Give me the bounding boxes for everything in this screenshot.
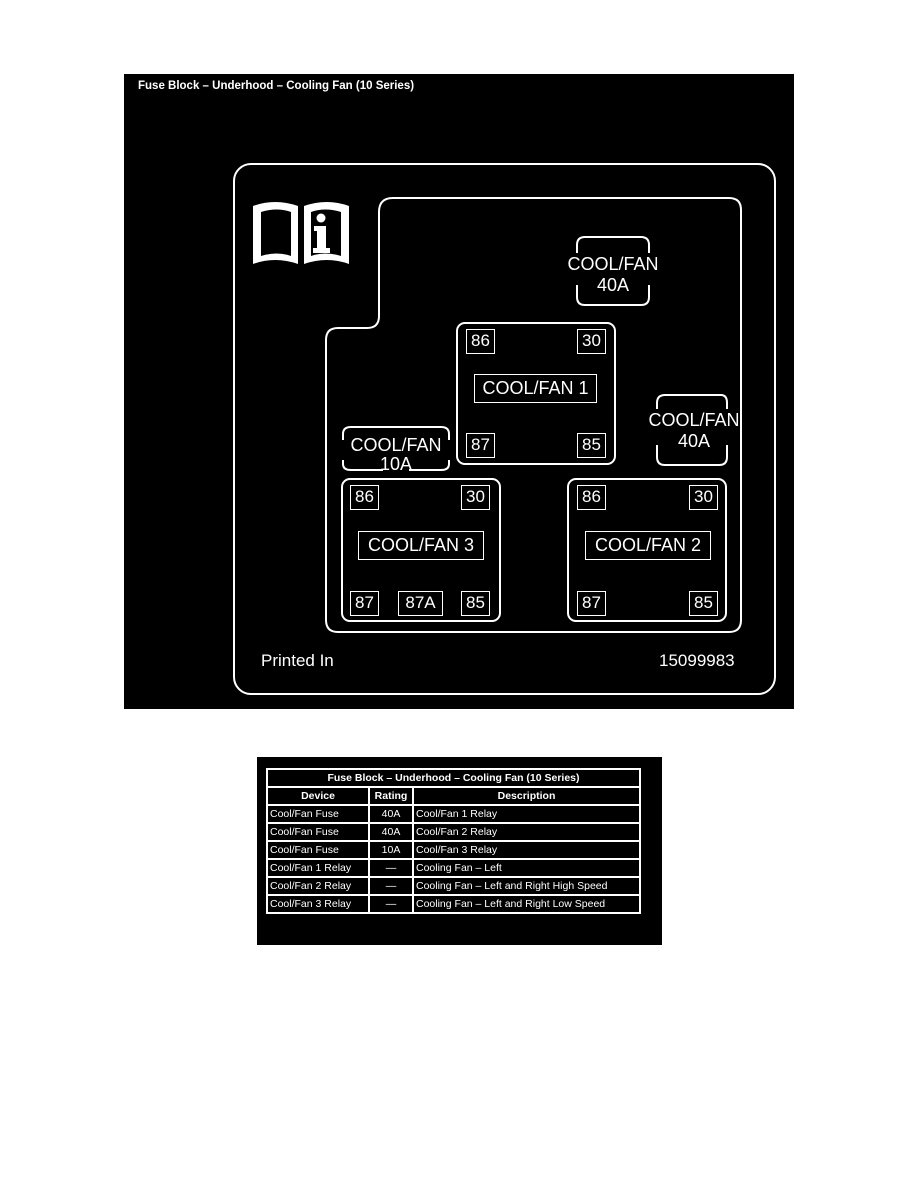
- terminal-87: 87: [466, 433, 495, 458]
- rating-cell: —: [368, 858, 414, 878]
- rating-cell: 40A: [368, 822, 414, 842]
- description-cell: Cool/Fan 1 Relay: [412, 804, 641, 824]
- relay-label: COOL/FAN 1: [474, 374, 597, 403]
- description-cell: Cooling Fan – Left and Right Low Speed: [412, 894, 641, 914]
- table-title-row: Fuse Block – Underhood – Cooling Fan (10…: [266, 768, 641, 788]
- table-row: Cool/Fan 3 Relay — Cooling Fan – Left an…: [266, 894, 641, 914]
- diagram-title: Fuse Block – Underhood – Cooling Fan (10…: [138, 80, 415, 92]
- printed-in-label: Printed In: [261, 651, 334, 670]
- device-cell: Cool/Fan 3 Relay: [266, 894, 370, 914]
- device-cell: Cool/Fan 2 Relay: [266, 876, 370, 896]
- fuse-cool-fan-40a-right: COOL/FAN 40A: [636, 410, 752, 452]
- part-number-label: 15099983: [659, 651, 735, 670]
- table-row: Cool/Fan 1 Relay — Cooling Fan – Left: [266, 858, 641, 878]
- device-cell: Cool/Fan Fuse: [266, 822, 370, 842]
- terminal-30: 30: [689, 485, 718, 510]
- fuse-outline: [342, 426, 450, 471]
- fuse-cool-fan-40a-top: COOL/FAN 40A: [555, 254, 671, 296]
- device-cell: Cool/Fan 1 Relay: [266, 858, 370, 878]
- terminal-86: 86: [577, 485, 606, 510]
- table-title: Fuse Block – Underhood – Cooling Fan (10…: [266, 768, 641, 788]
- relay-cool-fan-1: [456, 322, 616, 465]
- description-cell: Cooling Fan – Left: [412, 858, 641, 878]
- terminal-87: 87: [350, 591, 379, 616]
- description-cell: Cool/Fan 3 Relay: [412, 840, 641, 860]
- table-row: Cool/Fan 2 Relay — Cooling Fan – Left an…: [266, 876, 641, 896]
- rating-cell: —: [368, 876, 414, 896]
- table-row: Cool/Fan Fuse 40A Cool/Fan 1 Relay: [266, 804, 641, 824]
- owners-manual-icon: [253, 202, 349, 264]
- fuse-cool-fan-10a: COOL/FAN 10A: [338, 436, 454, 474]
- fuse-table: Fuse Block – Underhood – Cooling Fan (10…: [266, 768, 641, 914]
- fuse-name: COOL/FAN: [350, 435, 442, 455]
- description-cell: Cool/Fan 2 Relay: [412, 822, 641, 842]
- column-header-description: Description: [412, 786, 641, 806]
- fuse-rating: 40A: [596, 275, 630, 295]
- fuse-block-outline: [233, 163, 776, 695]
- relay-label: COOL/FAN 3: [358, 531, 484, 560]
- rating-cell: —: [368, 894, 414, 914]
- fuse-outline: [576, 236, 650, 306]
- terminal-86: 86: [350, 485, 379, 510]
- fuse-rating: 10A: [379, 454, 413, 474]
- relay-label: COOL/FAN 2: [585, 531, 711, 560]
- device-cell: Cool/Fan Fuse: [266, 840, 370, 860]
- fuse-name: COOL/FAN: [648, 410, 740, 430]
- fuse-rating: 40A: [677, 431, 711, 451]
- terminal-87: 87: [577, 591, 606, 616]
- relay-cool-fan-3: [341, 478, 501, 622]
- description-cell: Cooling Fan – Left and Right High Speed: [412, 876, 641, 896]
- table-header-row: Device Rating Description: [266, 786, 641, 806]
- terminal-85: 85: [689, 591, 718, 616]
- column-header-device: Device: [266, 786, 370, 806]
- terminal-86: 86: [466, 329, 495, 354]
- rating-cell: 10A: [368, 840, 414, 860]
- terminal-30: 30: [577, 329, 606, 354]
- device-cell: Cool/Fan Fuse: [266, 804, 370, 824]
- fuse-name: COOL/FAN: [567, 254, 659, 274]
- fuse-outline: [656, 394, 728, 466]
- rating-cell: 40A: [368, 804, 414, 824]
- table-row: Cool/Fan Fuse 40A Cool/Fan 2 Relay: [266, 822, 641, 842]
- terminal-85: 85: [577, 433, 606, 458]
- inner-panel-outline: [325, 197, 742, 633]
- terminal-85: 85: [461, 591, 490, 616]
- table-row: Cool/Fan Fuse 10A Cool/Fan 3 Relay: [266, 840, 641, 860]
- terminal-87a: 87A: [398, 591, 443, 616]
- terminal-30: 30: [461, 485, 490, 510]
- relay-cool-fan-2: [567, 478, 727, 622]
- column-header-rating: Rating: [368, 786, 414, 806]
